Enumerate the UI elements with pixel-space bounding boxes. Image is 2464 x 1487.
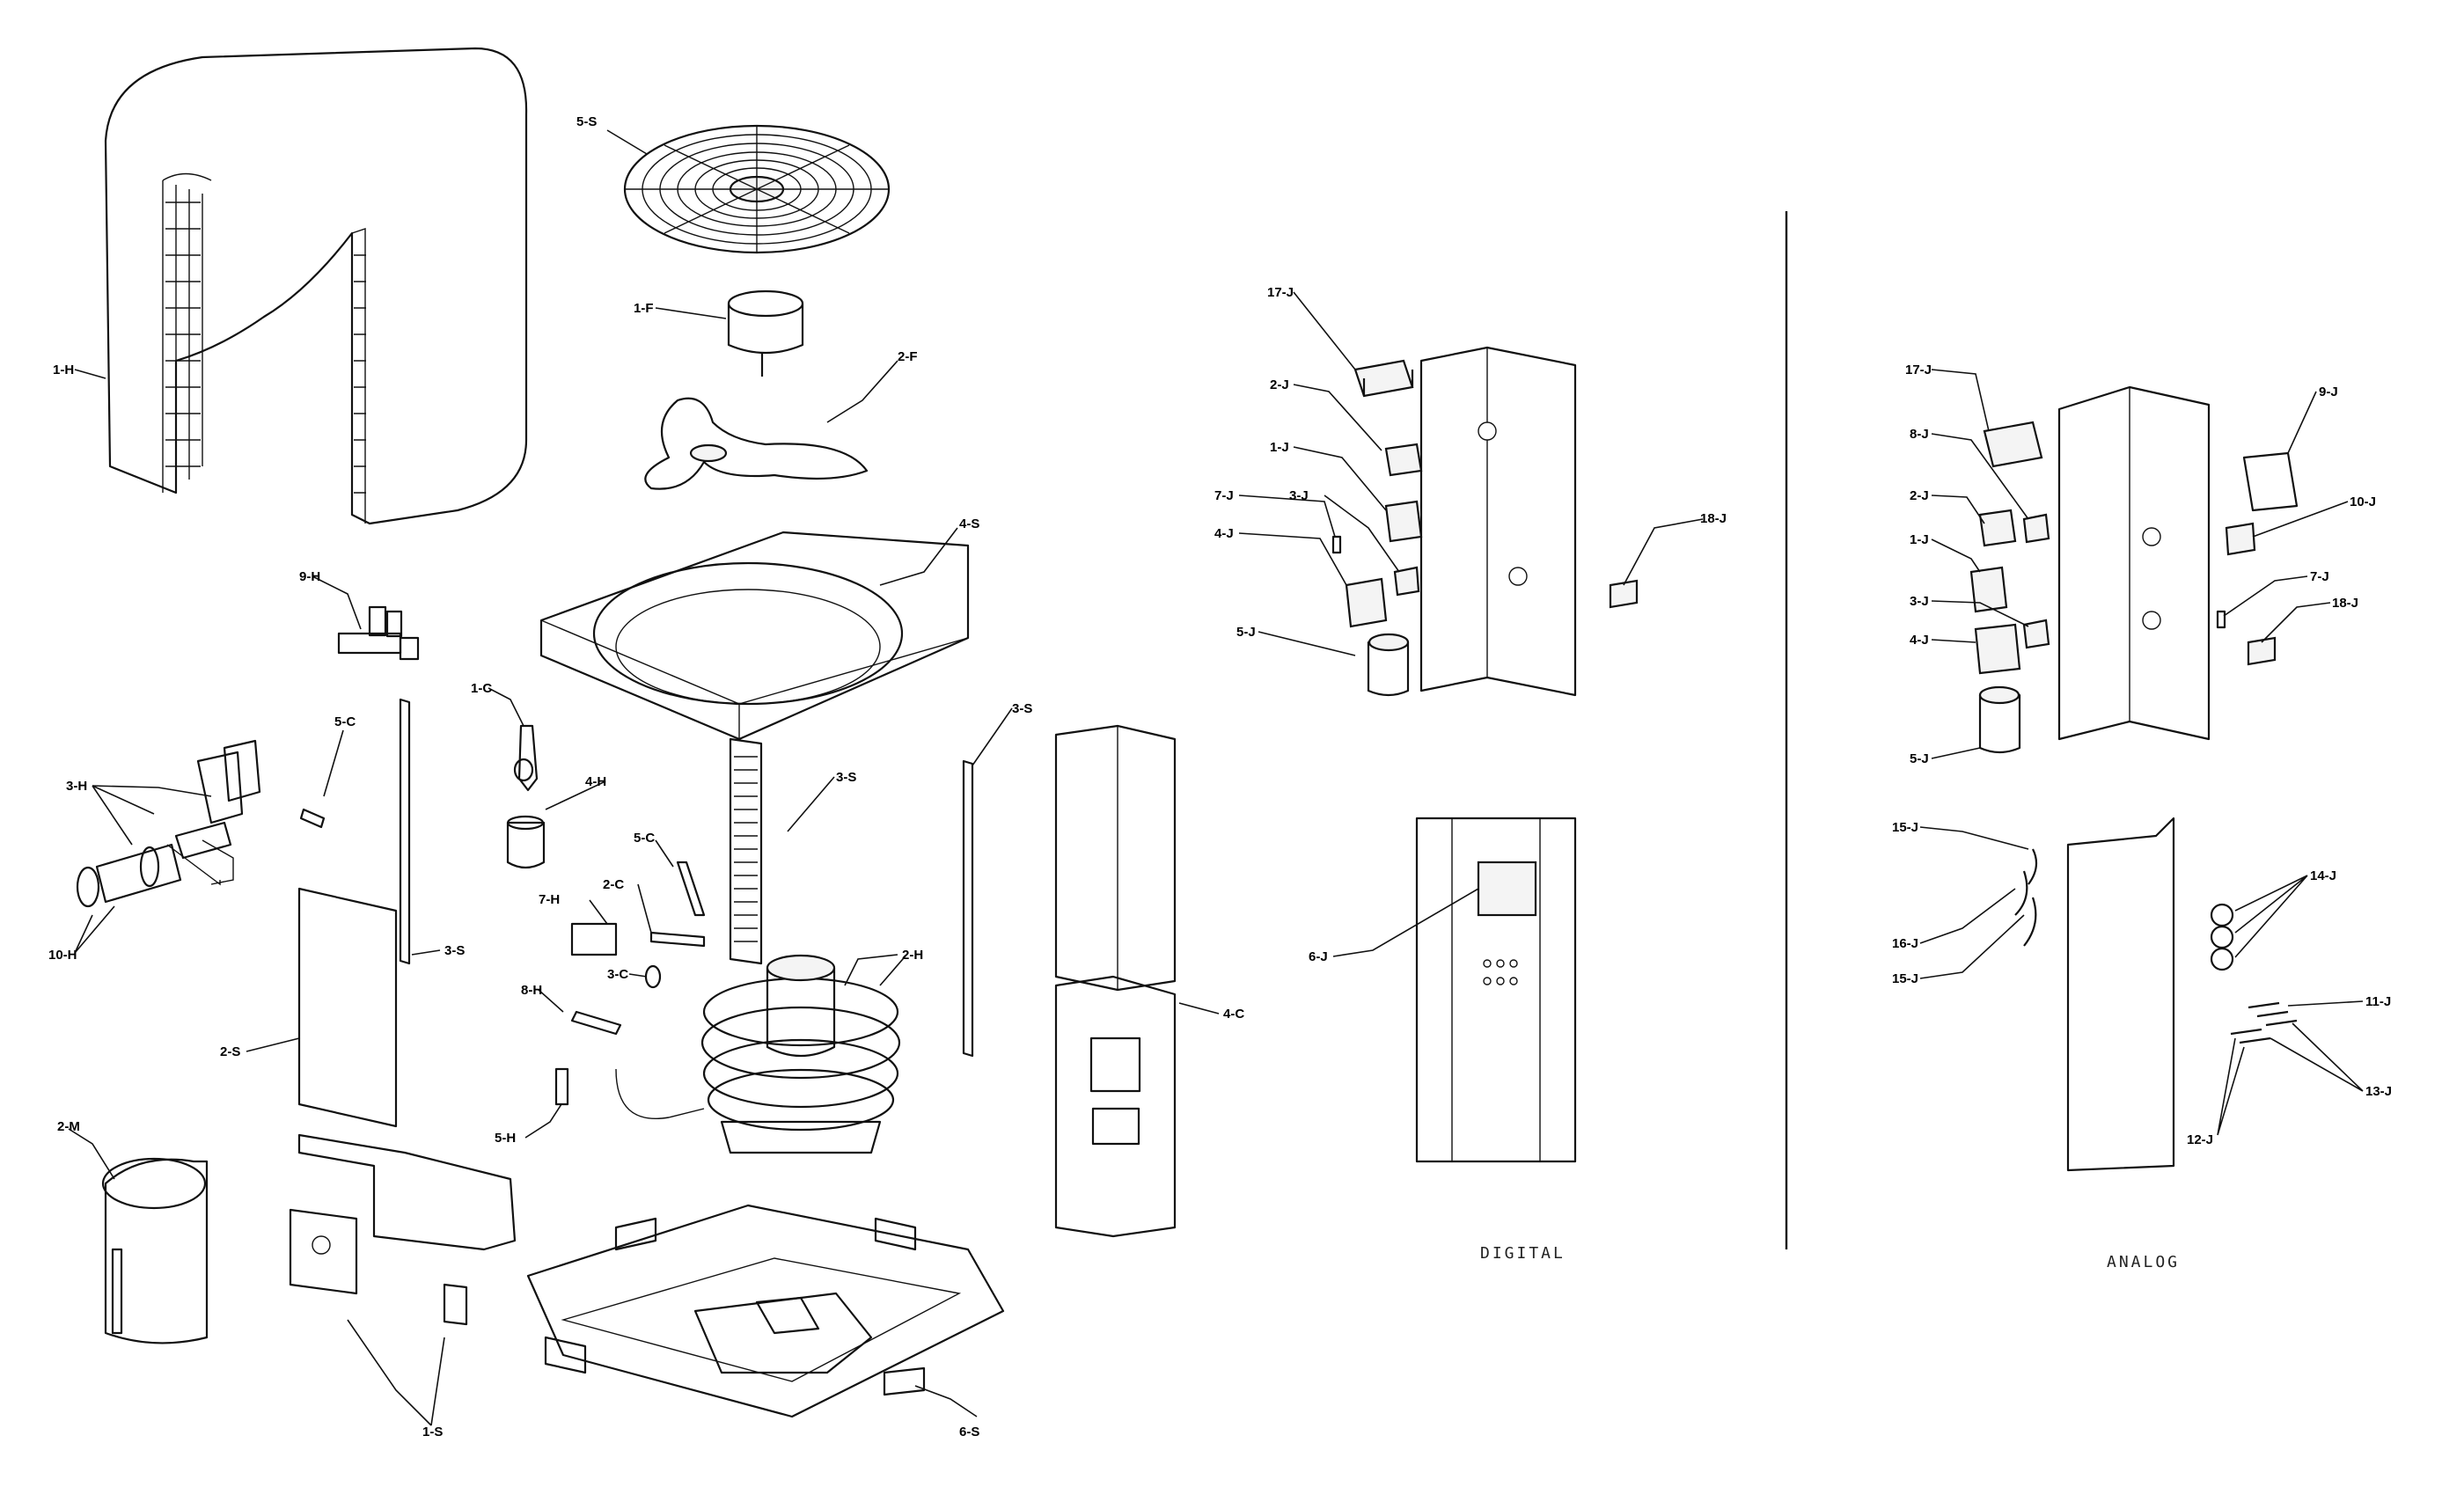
side-strip-left-part [399, 698, 411, 965]
callout-7-H: 7-H [539, 892, 560, 907]
callout-analog-10-J: 10-J [2350, 494, 2376, 509]
callout-2-S: 2-S [220, 1044, 240, 1059]
callout-analog-18-J: 18-J [2332, 596, 2358, 611]
base-pan-part [526, 1204, 1005, 1418]
callout-analog-4-J: 4-J [1910, 633, 1929, 648]
callout-2-C: 2-C [603, 877, 624, 892]
callout-analog-12-J: 12-J [2187, 1132, 2213, 1147]
callout-analog-13-J: 13-J [2365, 1084, 2392, 1099]
callout-9-H: 9-H [299, 569, 320, 584]
callout-1-H: 1-H [53, 363, 74, 377]
tank-part [101, 1157, 209, 1344]
callout-5-C-right: 5-C [634, 831, 655, 846]
callout-analog-7-J: 7-J [2310, 569, 2329, 584]
callout-digital-5-J: 5-J [1236, 625, 1256, 640]
side-strip-right-part [962, 759, 974, 1058]
coil-wrap-part [104, 47, 528, 525]
plumbing-fittings-part [76, 739, 261, 908]
lower-panel-part [289, 1133, 517, 1326]
callout-analog-15-J-top: 15-J [1892, 820, 1918, 835]
analog-section-caption: ANALOG [2107, 1253, 2180, 1271]
callout-labels: 1-H 9-H 5-C 3-H 10-H 3-S 2-S 2-M 1-S 6-S… [48, 114, 2392, 1439]
small-components [299, 724, 706, 1119]
callout-2-F: 2-F [898, 349, 918, 364]
callout-1-C: 1-C [471, 681, 492, 696]
fan-blade-part [644, 397, 869, 490]
water-valve-part [337, 605, 420, 661]
callout-3-C: 3-C [607, 967, 628, 982]
callout-3-S-right: 3-S [1012, 701, 1032, 716]
callout-3-S-strip: 3-S [444, 943, 465, 958]
callout-3-H: 3-H [66, 779, 87, 794]
callout-4-C: 4-C [1223, 1007, 1244, 1022]
callout-analog-11-J: 11-J [2365, 994, 2391, 1009]
digital-control-section [1331, 346, 1639, 1163]
callout-digital-18-J: 18-J [1700, 511, 1727, 526]
callout-analog-5-J: 5-J [1910, 751, 1929, 766]
callout-analog-2-J: 2-J [1910, 488, 1929, 503]
analog-control-section [1969, 385, 2299, 1172]
heat-exchanger-part [700, 954, 901, 1154]
callout-2-H: 2-H [902, 948, 923, 963]
fan-motor-part [727, 289, 804, 377]
callout-3-S-center: 3-S [836, 770, 856, 785]
callout-2-M: 2-M [57, 1119, 80, 1134]
callout-digital-1-J: 1-J [1270, 440, 1289, 455]
callout-digital-3-J: 3-J [1289, 488, 1309, 503]
side-panel-part [297, 887, 398, 1128]
callout-digital-2-J: 2-J [1270, 377, 1289, 392]
callout-1-F: 1-F [634, 301, 654, 316]
top-panel-part [539, 531, 970, 741]
callout-4-S: 4-S [959, 516, 979, 531]
callout-10-H: 10-H [48, 948, 77, 963]
fan-guard-part [623, 124, 891, 254]
callout-analog-3-J: 3-J [1910, 594, 1929, 609]
callout-digital-6-J: 6-J [1309, 949, 1328, 964]
callout-analog-15-J-bottom: 15-J [1892, 971, 1918, 986]
callout-analog-9-J: 9-J [2319, 385, 2338, 399]
callout-4-H: 4-H [585, 774, 606, 789]
callout-5-S: 5-S [576, 114, 597, 129]
callout-digital-4-J: 4-J [1214, 526, 1234, 541]
control-post-part [1054, 724, 1177, 1238]
callout-analog-1-J: 1-J [1910, 532, 1929, 547]
callout-digital-7-J: 7-J [1214, 488, 1234, 503]
callout-analog-16-J: 16-J [1892, 936, 1918, 951]
callout-analog-17-J: 17-J [1905, 363, 1932, 377]
callout-5-H: 5-H [495, 1131, 516, 1146]
callout-5-C-left: 5-C [334, 714, 356, 729]
callout-1-S: 1-S [422, 1425, 443, 1439]
callout-6-S: 6-S [959, 1425, 979, 1439]
callout-analog-8-J: 8-J [1910, 427, 1929, 442]
callout-8-H: 8-H [521, 983, 542, 998]
digital-section-caption: DIGITAL [1480, 1244, 1566, 1263]
leader-lines [68, 129, 2364, 1426]
callout-digital-17-J: 17-J [1267, 285, 1294, 300]
callout-analog-14-J: 14-J [2310, 868, 2336, 883]
center-post-part [729, 737, 763, 965]
